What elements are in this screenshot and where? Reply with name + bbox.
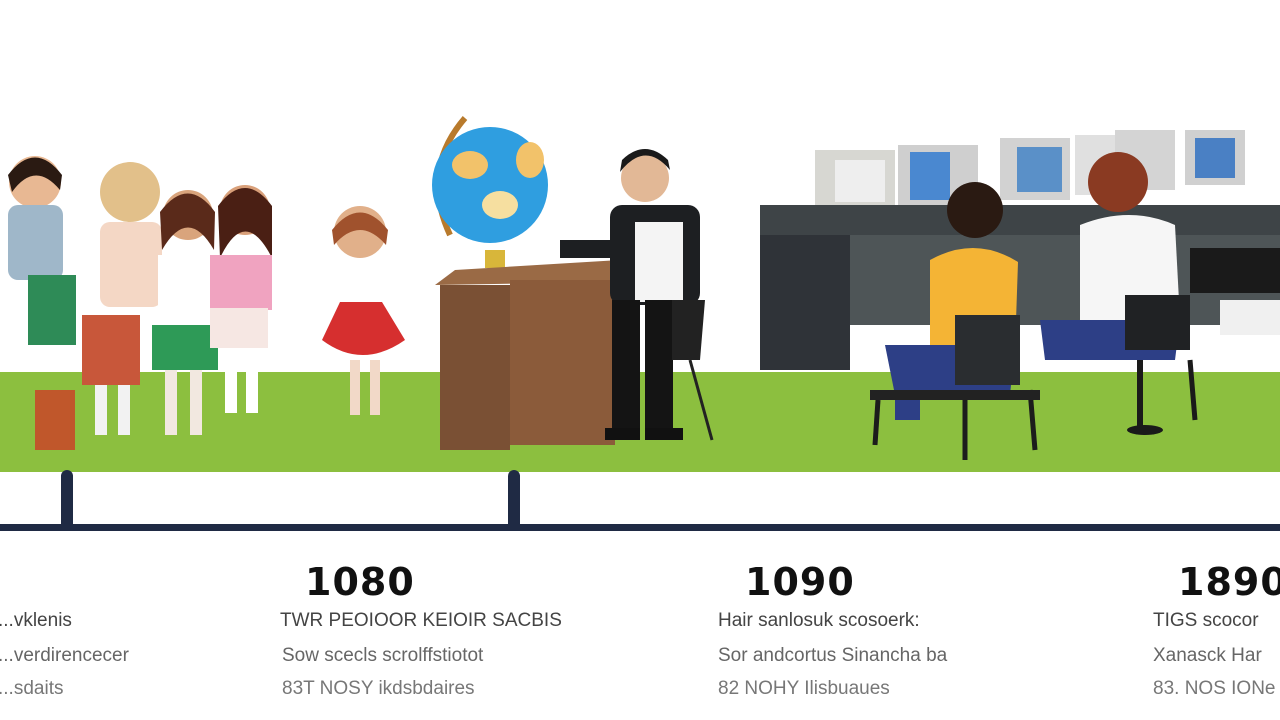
entry-1-line-3: ...sdaits	[0, 678, 64, 699]
entry-2-line-3: 83T NOSY ikdsbdaires	[282, 678, 475, 699]
entry-1-line-1: ...vklenis	[0, 610, 72, 631]
entry-3-line-3: 82 NOHY Ilisbuaues	[718, 678, 890, 699]
timeline-axis	[0, 524, 1280, 531]
computer-lab-illustration	[760, 130, 1280, 460]
entry-3-line-1: Hair sanlosuk scosoerk:	[718, 610, 920, 631]
children-group-illustration	[8, 156, 405, 450]
entry-4-line-3: 83. NOS IONe	[1153, 678, 1276, 699]
entry-2-year: 1080	[305, 560, 415, 604]
timeline-marker-2	[508, 470, 520, 526]
teacher-desk-illustration	[432, 116, 714, 450]
entry-2-line-2: Sow scecls scrolffstiotot	[282, 645, 484, 666]
entry-4-year: 1890	[1178, 560, 1280, 604]
entry-4-line-1: TIGS scocor	[1153, 610, 1259, 631]
entry-1-line-2: ...verdirencecer	[0, 645, 129, 666]
timeline-marker-1	[61, 470, 73, 526]
entry-3-year: 1090	[745, 560, 855, 604]
entry-4-line-2: Xanasck Har	[1153, 645, 1262, 666]
entry-3-line-2: Sor andcortus Sinancha ba	[718, 645, 948, 666]
entry-2-line-1: TWR PEOIOOR KEIOIR SACBIS	[280, 610, 562, 631]
timeline-entry-4: 1890 TIGS scocor Xanasck Har 83. NOS ION…	[1150, 0, 1280, 720]
timeline-illustration	[0, 116, 1280, 472]
